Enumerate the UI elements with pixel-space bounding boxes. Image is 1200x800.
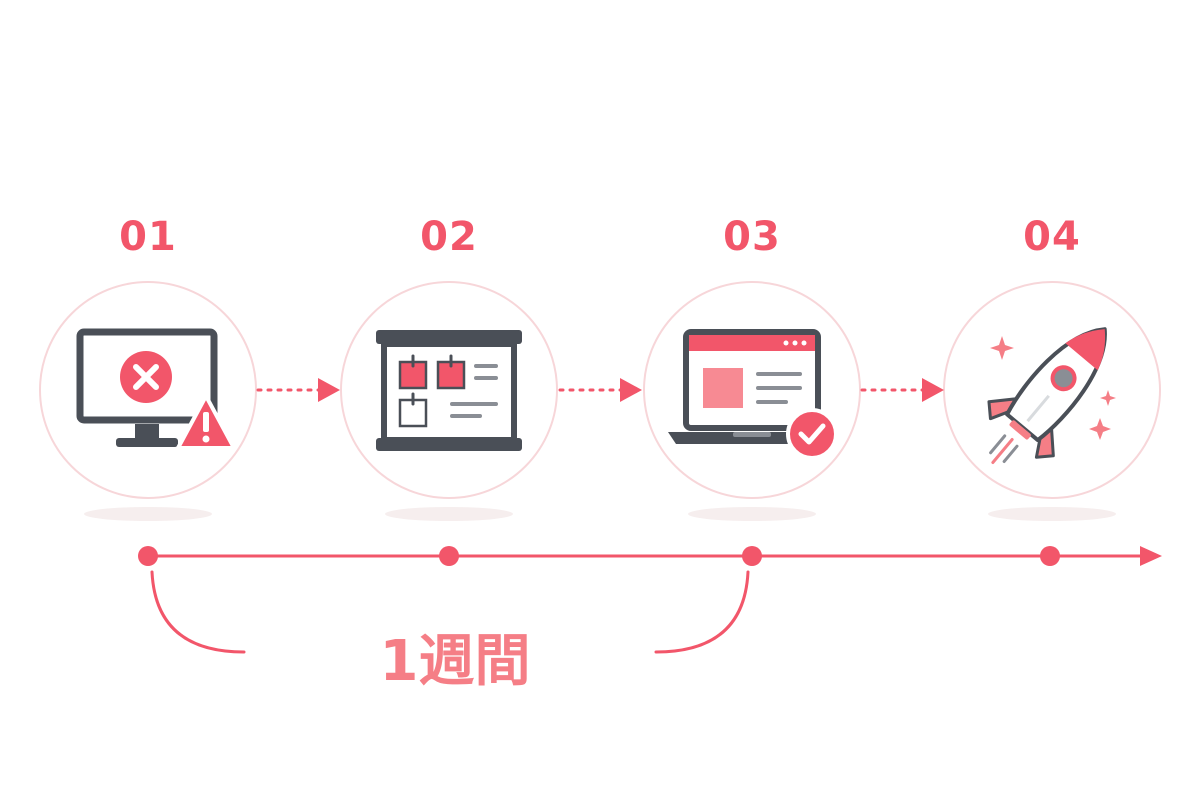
step-shadow-4: [988, 507, 1116, 521]
rocket-icon: [987, 327, 1116, 464]
timeline-point-3: [742, 546, 762, 566]
step-number-2: 02: [420, 214, 478, 260]
duration-label: 1週間: [379, 629, 531, 694]
laptop-check-icon: [668, 329, 838, 460]
connector-arrow-1-2: [256, 378, 340, 402]
timeline-arrowhead: [1140, 546, 1162, 566]
board-icon: [376, 330, 522, 451]
step-number-3: 03: [723, 214, 781, 260]
monitor-error-icon: [76, 328, 236, 450]
timeline-point-2: [439, 546, 459, 566]
step-number-1: 01: [119, 214, 177, 260]
connector-arrow-2-3: [558, 378, 642, 402]
bracket-right: [654, 570, 750, 654]
step-shadow-3: [688, 507, 816, 521]
bracket-left: [150, 570, 246, 654]
step-shadow-1: [84, 507, 212, 521]
timeline-point-4: [1040, 546, 1060, 566]
step-shadow-2: [385, 507, 513, 521]
step-number-4: 04: [1023, 214, 1081, 260]
timeline-point-1: [138, 546, 158, 566]
timeline: [138, 546, 1162, 566]
duration-label-wrap: 1週間: [380, 625, 531, 699]
connector-arrow-3-4: [860, 378, 944, 402]
